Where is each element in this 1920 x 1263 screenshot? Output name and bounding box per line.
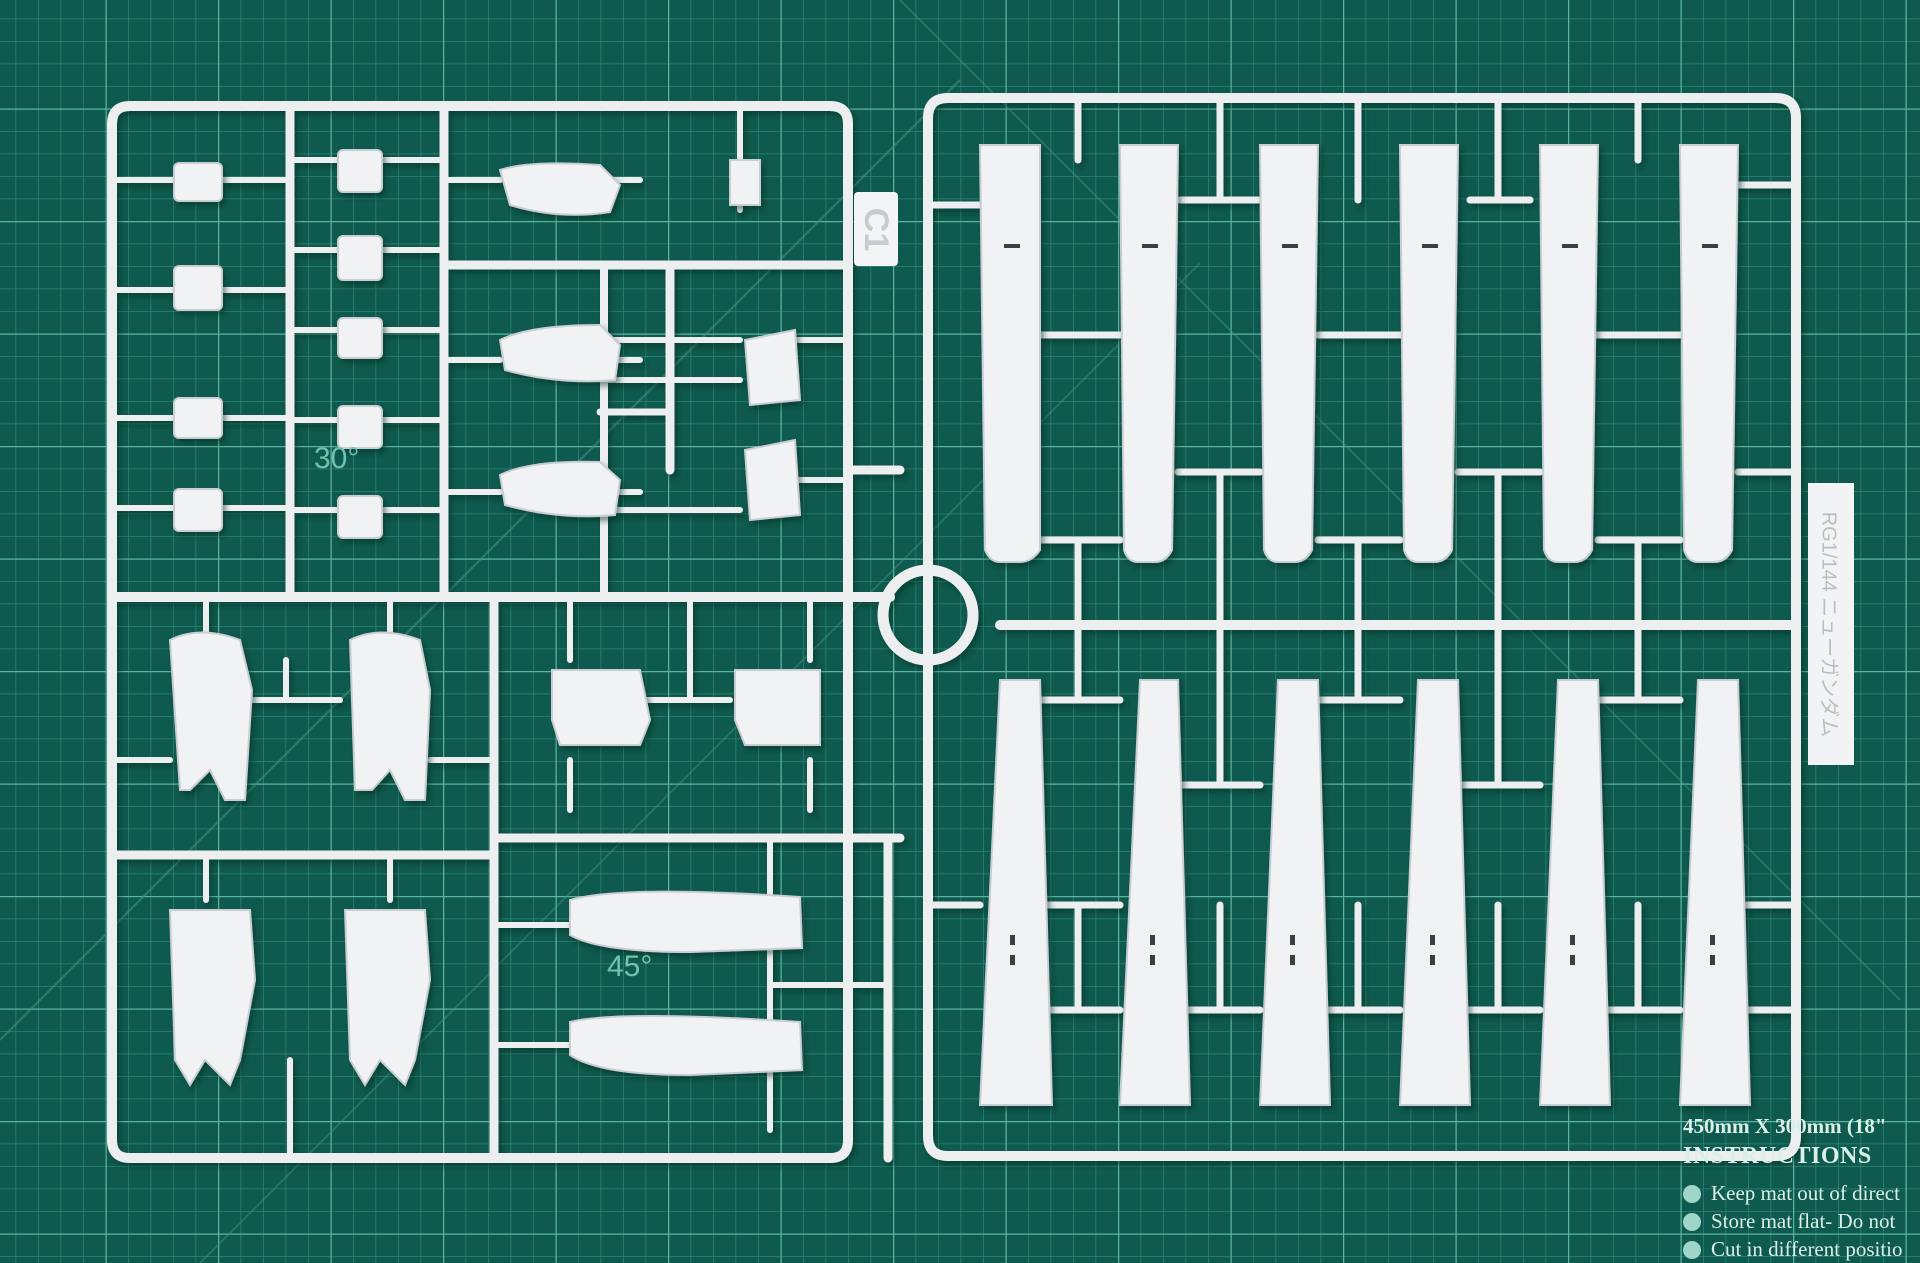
mat-angle-45-label: 45° — [607, 950, 653, 983]
runner-tag-kit-name-text: RG1/144 ニューガンダム — [1817, 511, 1840, 737]
runner-tag-c1-text: C1 — [857, 207, 896, 251]
left-runner-frame — [107, 101, 853, 1163]
mat-instruction-text: Cut in different positio — [1711, 1237, 1903, 1261]
bullet-icon — [1683, 1240, 1701, 1259]
bullet-icon — [1683, 1212, 1701, 1231]
runner-tag-kit-name: RG1/144 ニューガンダム — [1808, 483, 1854, 765]
mat-instruction-text: Store mat flat- Do not — [1711, 1209, 1896, 1233]
parts — [168, 144, 1752, 1106]
mat-instruction-item: Keep mat out of direct — [1683, 1181, 1900, 1206]
mat-size-text: 450mm X 300mm (18" — [1683, 1114, 1887, 1138]
mat-instruction-text: Keep mat out of direct — [1711, 1181, 1900, 1205]
runner-sprues — [107, 93, 1801, 1163]
mat-instruction-item: Cut in different positio — [1683, 1237, 1903, 1262]
runner-tag-c1: C1 — [854, 192, 898, 266]
mat-instructions-title: INSTRUCTIONS — [1683, 1143, 1872, 1169]
fin-details — [1004, 244, 1718, 965]
mat-instruction-item: Store mat flat- Do not — [1683, 1209, 1895, 1234]
bullet-icon — [1683, 1184, 1701, 1203]
mat-angle-30-label: 30° — [314, 442, 360, 475]
right-runner-frame — [923, 93, 1801, 1161]
